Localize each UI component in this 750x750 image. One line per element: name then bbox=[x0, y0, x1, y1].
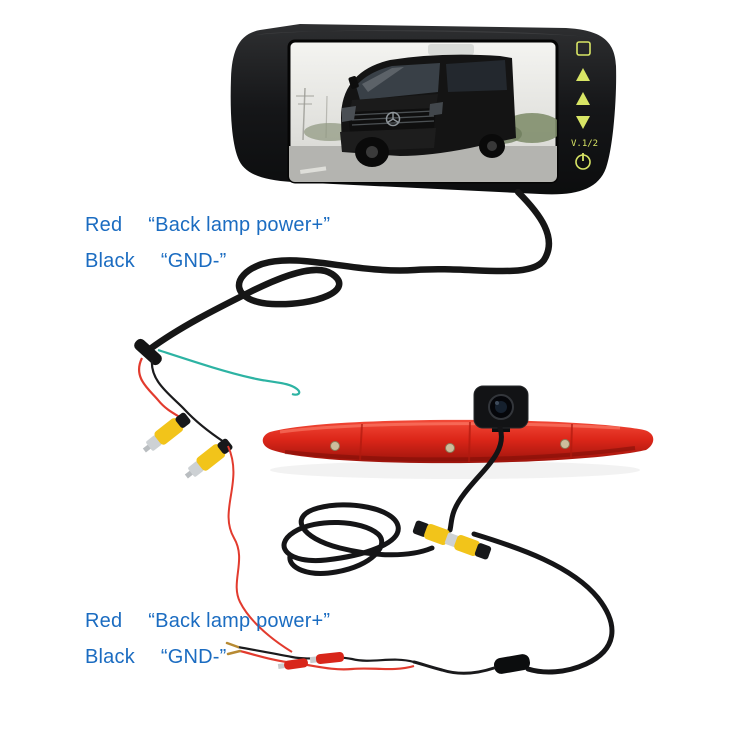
red-wire-label-row: Red “Back lamp power+” bbox=[85, 610, 330, 633]
mercedes-star bbox=[385, 111, 401, 127]
wire-function-label: “GND-” bbox=[160, 250, 227, 272]
van-side-mirror bbox=[348, 76, 359, 89]
backup-camera bbox=[473, 385, 529, 432]
wire-tips bbox=[225, 641, 242, 656]
power-icon bbox=[575, 153, 591, 170]
rearview-mirror-monitor: V.1/2 bbox=[230, 24, 617, 195]
camera-cable bbox=[447, 425, 504, 533]
video-cable-connectors bbox=[412, 520, 492, 560]
down-arrow-icon bbox=[576, 116, 590, 129]
wire-color-label: Black bbox=[85, 250, 135, 272]
wire-color-label: Red bbox=[85, 610, 123, 632]
brake-light-bar bbox=[262, 419, 654, 464]
coiled-cable bbox=[281, 502, 435, 576]
trigger-wire bbox=[157, 348, 301, 396]
red-power-wire-long bbox=[227, 445, 293, 653]
black-wire-label-row: Black “GND-” bbox=[85, 250, 330, 273]
up-arrow-icon bbox=[576, 68, 590, 81]
rca-connector bbox=[184, 438, 233, 479]
red-wire-label-row: Red “Back lamp power+” bbox=[85, 214, 330, 237]
power-cable-long bbox=[471, 531, 615, 675]
van-roof-vent bbox=[428, 44, 474, 55]
bullet-connector bbox=[277, 658, 308, 670]
van-windshield bbox=[356, 63, 440, 100]
wire-function-label: “GND-” bbox=[160, 646, 227, 668]
wire-splitter bbox=[134, 338, 162, 366]
red-power-wire-bottom bbox=[239, 649, 415, 671]
wire-color-label: Red bbox=[85, 214, 123, 236]
black-ground-wire-top bbox=[150, 359, 225, 443]
van-headlight-right bbox=[429, 102, 443, 116]
cable-ferrite bbox=[493, 654, 531, 674]
van-side-window bbox=[446, 60, 507, 92]
up-arrow-icon bbox=[576, 92, 590, 105]
van-hood bbox=[350, 94, 438, 112]
touch-buttons: V.1/2 bbox=[571, 41, 598, 170]
wire-function-label: “Back lamp power+” bbox=[148, 214, 331, 236]
screen-image bbox=[289, 44, 557, 182]
red-power-wire-top bbox=[138, 357, 184, 420]
wire-color-label: Black bbox=[85, 646, 135, 668]
channel-button-label: V.1/2 bbox=[571, 139, 598, 149]
bottom-wire-labels: Red “Back lamp power+” Black “GND-” bbox=[85, 610, 330, 682]
wire-function-label: “Back lamp power+” bbox=[148, 610, 331, 632]
mirror-gloss bbox=[250, 30, 596, 38]
menu-icon bbox=[576, 41, 591, 56]
mounting-screws bbox=[330, 439, 570, 453]
rca-connector bbox=[142, 412, 191, 453]
black-wire-label-row: Black “GND-” bbox=[85, 646, 330, 669]
bullet-connector bbox=[309, 651, 345, 665]
cable-thin-section bbox=[412, 660, 496, 675]
van-headlight-left bbox=[342, 106, 356, 122]
top-wire-labels: Red “Back lamp power+” Black “GND-” bbox=[85, 214, 330, 286]
mirror-cable bbox=[146, 188, 553, 353]
van-image bbox=[340, 44, 516, 167]
